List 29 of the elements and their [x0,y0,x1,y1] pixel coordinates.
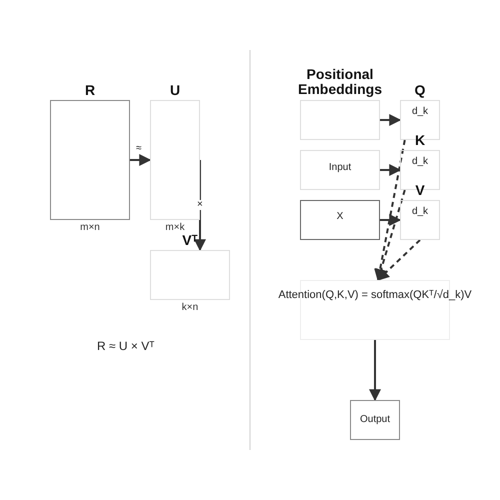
size-label: m×k [164,222,186,233]
node-text: d_k [410,206,430,217]
node-text: d_k [410,106,430,117]
size-label: m×n [79,222,101,233]
matrix-box [300,150,380,190]
node-heading: K [414,133,426,148]
formula-label: R ≈ U × Vᵀ [97,339,154,353]
size-label: k×n [180,302,200,313]
node-heading: U [168,83,182,98]
arrow [377,239,421,281]
arrow [380,114,402,126]
node-text: Output [358,414,392,425]
matrix-box [300,200,380,240]
edge-label: × [197,200,203,210]
arrow [380,214,402,226]
matrix-box [350,400,400,440]
arrow [380,164,402,176]
node-text: d_k [410,156,430,167]
node-heading: Positional Embeddings [296,67,383,97]
node-text: X [336,211,344,222]
arrow [130,154,152,166]
node-text: Attention(Q,K,V) = softmax(QKᵀ/√d_k)V [277,289,473,301]
node-text: Input [328,162,352,173]
arrow [369,340,381,402]
node-heading: R [84,83,96,98]
node-heading: V [414,183,426,198]
node-heading: Vᵀ [181,233,199,248]
arrow [375,190,406,282]
arrow [194,160,206,252]
